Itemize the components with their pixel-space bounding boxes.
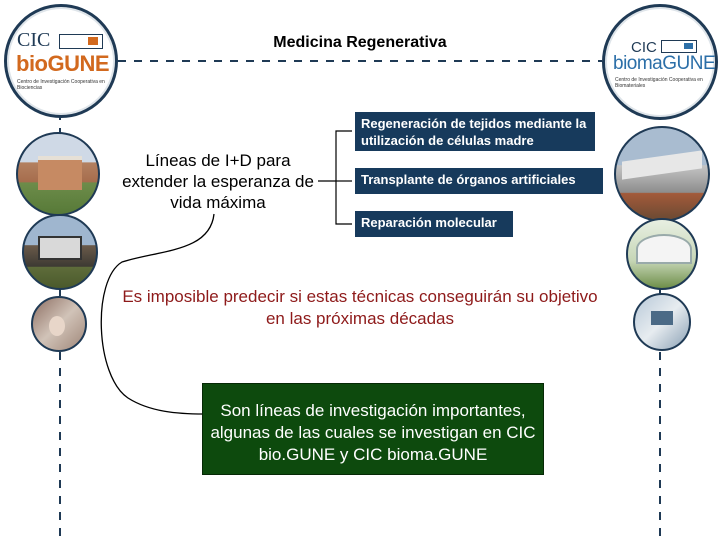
right-logo-subtitle: Centro de Investigación Cooperativa en B… (615, 77, 703, 89)
right-logo-building-icon (661, 40, 697, 53)
building-photo-1 (16, 132, 100, 216)
right-logo-circle: CIC biomaGUNE Centro de Investigación Co… (602, 4, 718, 120)
left-logo-cic: CIC (17, 29, 50, 52)
building-photo-2 (22, 214, 98, 290)
central-topic-text: Líneas de I+D para extender la esperanza… (118, 150, 318, 213)
left-logo-building-icon (59, 34, 103, 49)
building-photo-3 (614, 126, 710, 222)
research-lines-box: Son líneas de investigación importantes,… (202, 383, 544, 475)
left-logo-subtitle: Centro de Investigación Cooperativa en B… (17, 79, 105, 91)
right-logo-brand: biomaGUNE (613, 53, 715, 75)
branch-box-stem-cells: Regeneración de tejidos mediante la util… (355, 112, 595, 151)
branch-box-artificial-organs: Transplante de órganos artificiales (355, 168, 603, 194)
building-photo-4 (626, 218, 698, 290)
lab-photo-2 (633, 293, 691, 351)
bracket (336, 131, 352, 224)
branch-box-molecular-repair: Reparación molecular (355, 211, 513, 237)
left-logo-circle: CIC bioGUNE Centro de Investigación Coop… (4, 4, 118, 118)
lab-photo (31, 296, 87, 352)
left-logo-brand: bioGUNE (16, 51, 109, 77)
impossibility-note: Es imposible predecir si estas técnicas … (120, 286, 600, 330)
